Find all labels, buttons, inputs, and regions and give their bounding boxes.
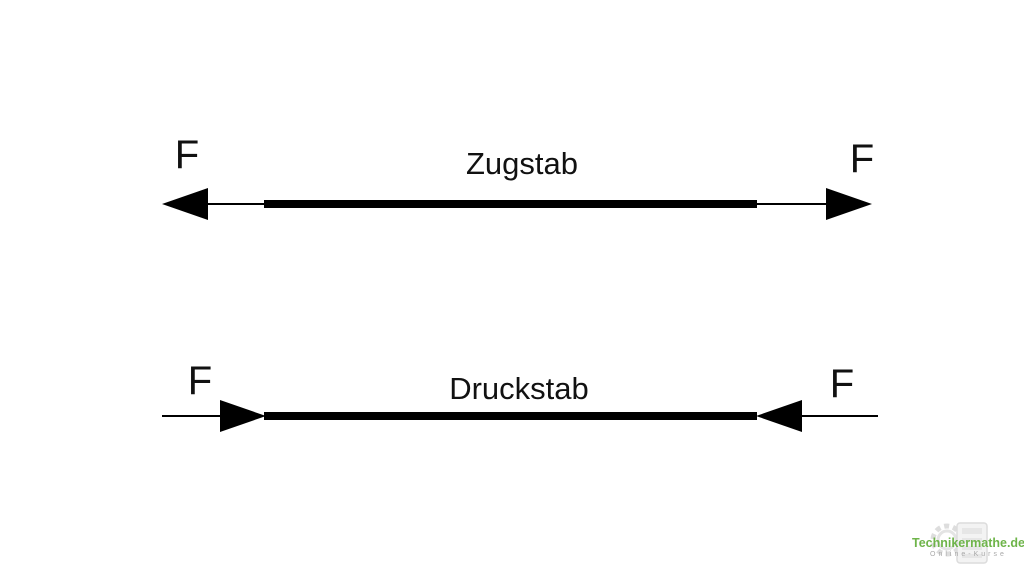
druckstab-label: Druckstab bbox=[449, 371, 589, 406]
zugstab-group: F F Zugstab bbox=[162, 133, 874, 220]
zugstab-arrow-left-icon bbox=[162, 188, 208, 220]
druckstab-arrow-right-icon bbox=[756, 400, 802, 432]
druckstab-force-right-label: F bbox=[830, 362, 854, 406]
zugstab-force-left-label: F bbox=[175, 133, 199, 177]
zugstab-arrow-right-icon bbox=[826, 188, 872, 220]
druckstab-force-left-label: F bbox=[188, 359, 212, 403]
zugstab-label: Zugstab bbox=[466, 146, 578, 181]
druckstab-group: F F Druckstab bbox=[162, 359, 878, 432]
druckstab-arrow-left-icon bbox=[220, 400, 266, 432]
watermark-tagline: Online-Kurse bbox=[930, 551, 1007, 558]
watermark-site: Technikermathe.de bbox=[912, 536, 1024, 550]
watermark-logo: Technikermathe.de Online-Kurse bbox=[912, 522, 1024, 564]
zugstab-force-right-label: F bbox=[850, 137, 874, 181]
calculator-icon bbox=[956, 522, 988, 564]
